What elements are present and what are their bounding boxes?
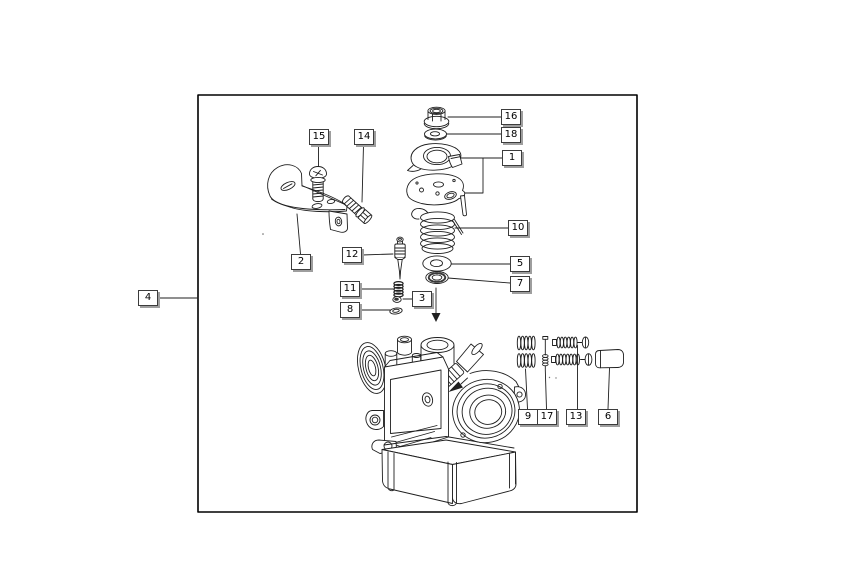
drawing-frame: [197, 94, 638, 513]
callout-2[interactable]: 2: [291, 254, 311, 270]
part-carburetor-body: [357, 335, 526, 507]
part-idle-screw: [542, 336, 557, 379]
callout-3[interactable]: 3: [412, 291, 432, 307]
callout-7[interactable]: 7: [510, 276, 530, 292]
part-throttle-springs: [516, 335, 536, 368]
callout-12[interactable]: 12: [342, 247, 362, 263]
part-hex-screw: [342, 195, 373, 225]
part-plug-cap: [595, 349, 624, 369]
part-oil-seal: [425, 271, 449, 284]
callout-1[interactable]: 1: [502, 150, 522, 166]
part-cap-washer: [422, 255, 452, 272]
callout-4[interactable]: 4: [138, 290, 158, 306]
part-mounting-bracket: [262, 164, 348, 235]
callout-18[interactable]: 18: [501, 127, 521, 143]
callout-14[interactable]: 14: [354, 129, 374, 145]
airflow-arrow: [448, 377, 468, 392]
part-spring-washer: [424, 128, 447, 141]
callout-17[interactable]: 17: [537, 409, 557, 425]
part-throttle-cam: [406, 143, 467, 217]
part-pan-head-screw: [309, 166, 327, 203]
assembly-arrow: [431, 287, 441, 322]
callout-16[interactable]: 16: [501, 109, 521, 125]
part-flange-nut: [423, 106, 450, 130]
part-return-spring: [411, 208, 464, 254]
callout-8[interactable]: 8: [340, 302, 360, 318]
callout-10[interactable]: 10: [508, 220, 528, 236]
print-speck: [262, 233, 264, 235]
part-jet-needle: [394, 236, 406, 280]
callout-13[interactable]: 13: [566, 409, 586, 425]
callout-11[interactable]: 11: [340, 281, 360, 297]
callout-15[interactable]: 15: [309, 129, 329, 145]
callout-9[interactable]: 9: [518, 409, 538, 425]
part-needle-retainer: [392, 296, 402, 303]
part-adjuster-screws: [551, 336, 593, 366]
callout-connector-lines: [157, 116, 610, 410]
part-needle-spring: [393, 281, 404, 298]
callout-6[interactable]: 6: [598, 409, 618, 425]
part-small-washer: [389, 307, 403, 315]
callout-5[interactable]: 5: [510, 256, 530, 272]
